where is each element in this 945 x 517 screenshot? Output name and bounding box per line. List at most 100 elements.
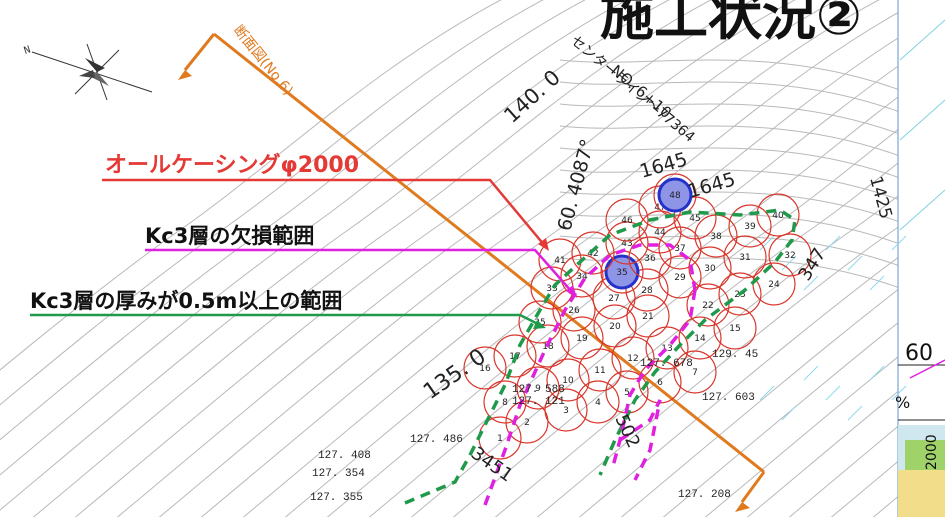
- pile-45: 45: [673, 196, 717, 240]
- station-label: NO. 6+10: [607, 61, 675, 122]
- legend-arrows: [30, 178, 577, 329]
- pile-3: 3: [544, 388, 588, 432]
- pile-number-42: 42: [587, 249, 598, 259]
- pile-number-10: 10: [562, 376, 574, 386]
- pile-7: 7: [673, 350, 717, 394]
- pile-30: 30: [688, 246, 732, 290]
- pile-8: 8: [483, 380, 527, 424]
- pile-number-33: 33: [546, 284, 557, 294]
- pile-number-9: 9: [535, 384, 541, 394]
- pile-number-22: 22: [702, 301, 713, 311]
- pile-number-4: 4: [595, 398, 601, 408]
- pile-number-35: 35: [616, 268, 627, 278]
- elev-127354: 127. 354: [312, 468, 365, 480]
- pile-number-48: 48: [669, 191, 681, 201]
- pile-14: 14: [678, 316, 722, 360]
- pile-number-14: 14: [694, 334, 706, 344]
- elev-127588: 127. 588: [512, 384, 565, 396]
- pile-number-29: 29: [674, 273, 686, 283]
- pile-number-40: 40: [772, 211, 784, 221]
- pile-40: 40: [756, 193, 800, 237]
- pile-16: 16: [463, 346, 507, 390]
- pile-number-47: 47: [654, 203, 665, 213]
- angle-label: 60. 4087°: [554, 137, 600, 234]
- pile-32: 32: [768, 233, 812, 277]
- legend-kc3-thickness-label: Kc3層の厚みが0.5m以上の範囲: [30, 289, 342, 313]
- pile-number-45: 45: [689, 214, 700, 224]
- pile-43: 43: [605, 221, 649, 265]
- pile-36: 36: [628, 236, 672, 280]
- pile-4: 4: [576, 380, 620, 424]
- right-percent: %: [895, 393, 910, 412]
- right-hatch: [759, 235, 907, 421]
- pile-number-46: 46: [621, 216, 633, 226]
- magenta-boundary-far: [619, 399, 662, 481]
- legend-casing-label: オールケーシングφ2000: [105, 152, 359, 178]
- pile-number-13: 13: [661, 344, 672, 354]
- pile-46: 46: [605, 198, 649, 242]
- pile-number-37: 37: [674, 244, 685, 254]
- pile-13: 13: [645, 326, 689, 370]
- pile-number-30: 30: [704, 264, 716, 274]
- pile-number-1: 1: [497, 434, 503, 444]
- north-arrow-icon: N: [23, 43, 153, 101]
- dim-347: 347: [794, 244, 830, 284]
- pile-42: 42: [571, 231, 615, 275]
- pile-number-36: 36: [644, 254, 656, 264]
- pile-number-21: 21: [642, 312, 653, 322]
- legend-kc3-missing-label: Kc3層の欠損範囲: [145, 224, 314, 248]
- highlighted-pile-48: [657, 177, 693, 213]
- pile-number-39: 39: [744, 222, 756, 232]
- pile-number-6: 6: [657, 378, 663, 388]
- pile-number-8: 8: [502, 398, 508, 408]
- elev-127408: 127. 408: [318, 450, 371, 462]
- pile-2: 2: [505, 400, 549, 444]
- pile-number-34: 34: [576, 272, 588, 282]
- pile-48: 48: [653, 173, 697, 217]
- dim-502: 502: [610, 411, 644, 451]
- pile-number-38: 38: [710, 232, 722, 242]
- pile-number-2: 2: [524, 418, 530, 428]
- pile-number-19: 19: [576, 334, 588, 344]
- elev-127121: 127. 121: [512, 396, 565, 408]
- pile-22: 22: [686, 283, 730, 327]
- pile-number-43: 43: [621, 239, 632, 249]
- pile-39: 39: [728, 204, 772, 248]
- elev-127208: 127. 208: [678, 489, 731, 501]
- pile-number-28: 28: [641, 286, 653, 296]
- pile-number-24: 24: [768, 280, 780, 290]
- pile-number-27: 27: [608, 294, 619, 304]
- right-section-strip: [897, 0, 945, 517]
- pile-number-32: 32: [784, 251, 795, 261]
- magenta-boundary-left: [483, 243, 697, 506]
- elev-129-45: 129. 45: [712, 349, 758, 361]
- elev-127678: 127. 678: [640, 358, 693, 370]
- pile-number-20: 20: [609, 322, 621, 332]
- pile-number-7: 7: [692, 368, 698, 378]
- pile-number-12: 12: [627, 354, 638, 364]
- section-label: 断面図(No.6): [230, 22, 296, 98]
- pile-number-41: 41: [554, 256, 565, 266]
- pile-number-5: 5: [624, 388, 630, 398]
- pile-number-3: 3: [563, 406, 569, 416]
- contour-135-label: 135. 0: [419, 344, 491, 405]
- pile-10: 10: [546, 358, 590, 402]
- pile-number-11: 11: [594, 366, 605, 376]
- pile-number-26: 26: [568, 306, 580, 316]
- pile-21: 21: [626, 294, 670, 338]
- pile-number-44: 44: [654, 228, 666, 238]
- dim-1425: 1425: [865, 174, 896, 221]
- pile-number-15: 15: [729, 324, 740, 334]
- elev-127603: 127. 603: [702, 392, 755, 404]
- green-boundary: [404, 208, 797, 505]
- pile-number-16: 16: [479, 364, 491, 374]
- right-2000: 2000: [924, 434, 940, 470]
- elev-127355: 127. 355: [310, 492, 363, 504]
- pile-number-31: 31: [739, 253, 750, 263]
- dim-1645-b: 1645: [685, 168, 738, 202]
- pile-9: 9: [516, 366, 560, 410]
- right-60: 60: [905, 341, 933, 366]
